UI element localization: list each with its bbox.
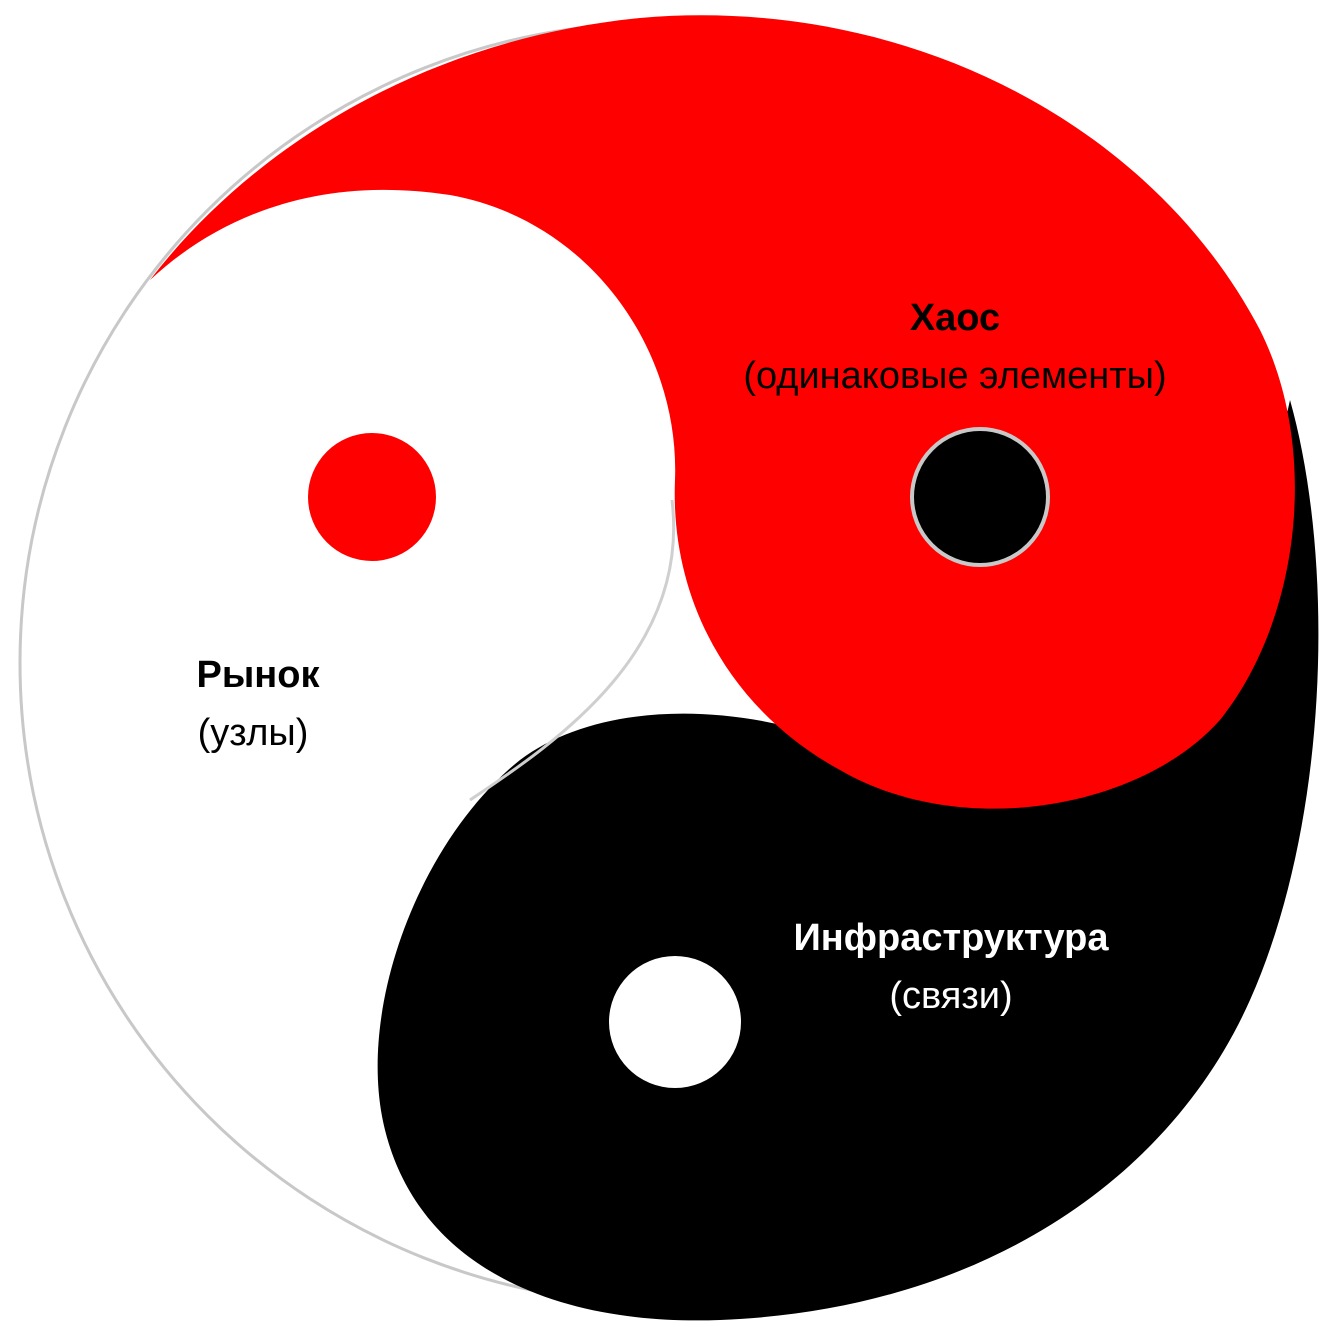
infrastructure-dot <box>609 956 741 1088</box>
market-title: Рынок <box>197 654 321 696</box>
chaos-subtitle: (одинаковые элементы) <box>743 355 1166 397</box>
market-subtitle: (узлы) <box>198 712 309 754</box>
infrastructure-subtitle: (связи) <box>889 975 1012 1017</box>
chaos-dot <box>912 429 1048 565</box>
market-dot <box>308 433 436 561</box>
chaos-title: Хаос <box>910 297 1000 339</box>
infrastructure-title: Инфраструктура <box>793 917 1109 959</box>
